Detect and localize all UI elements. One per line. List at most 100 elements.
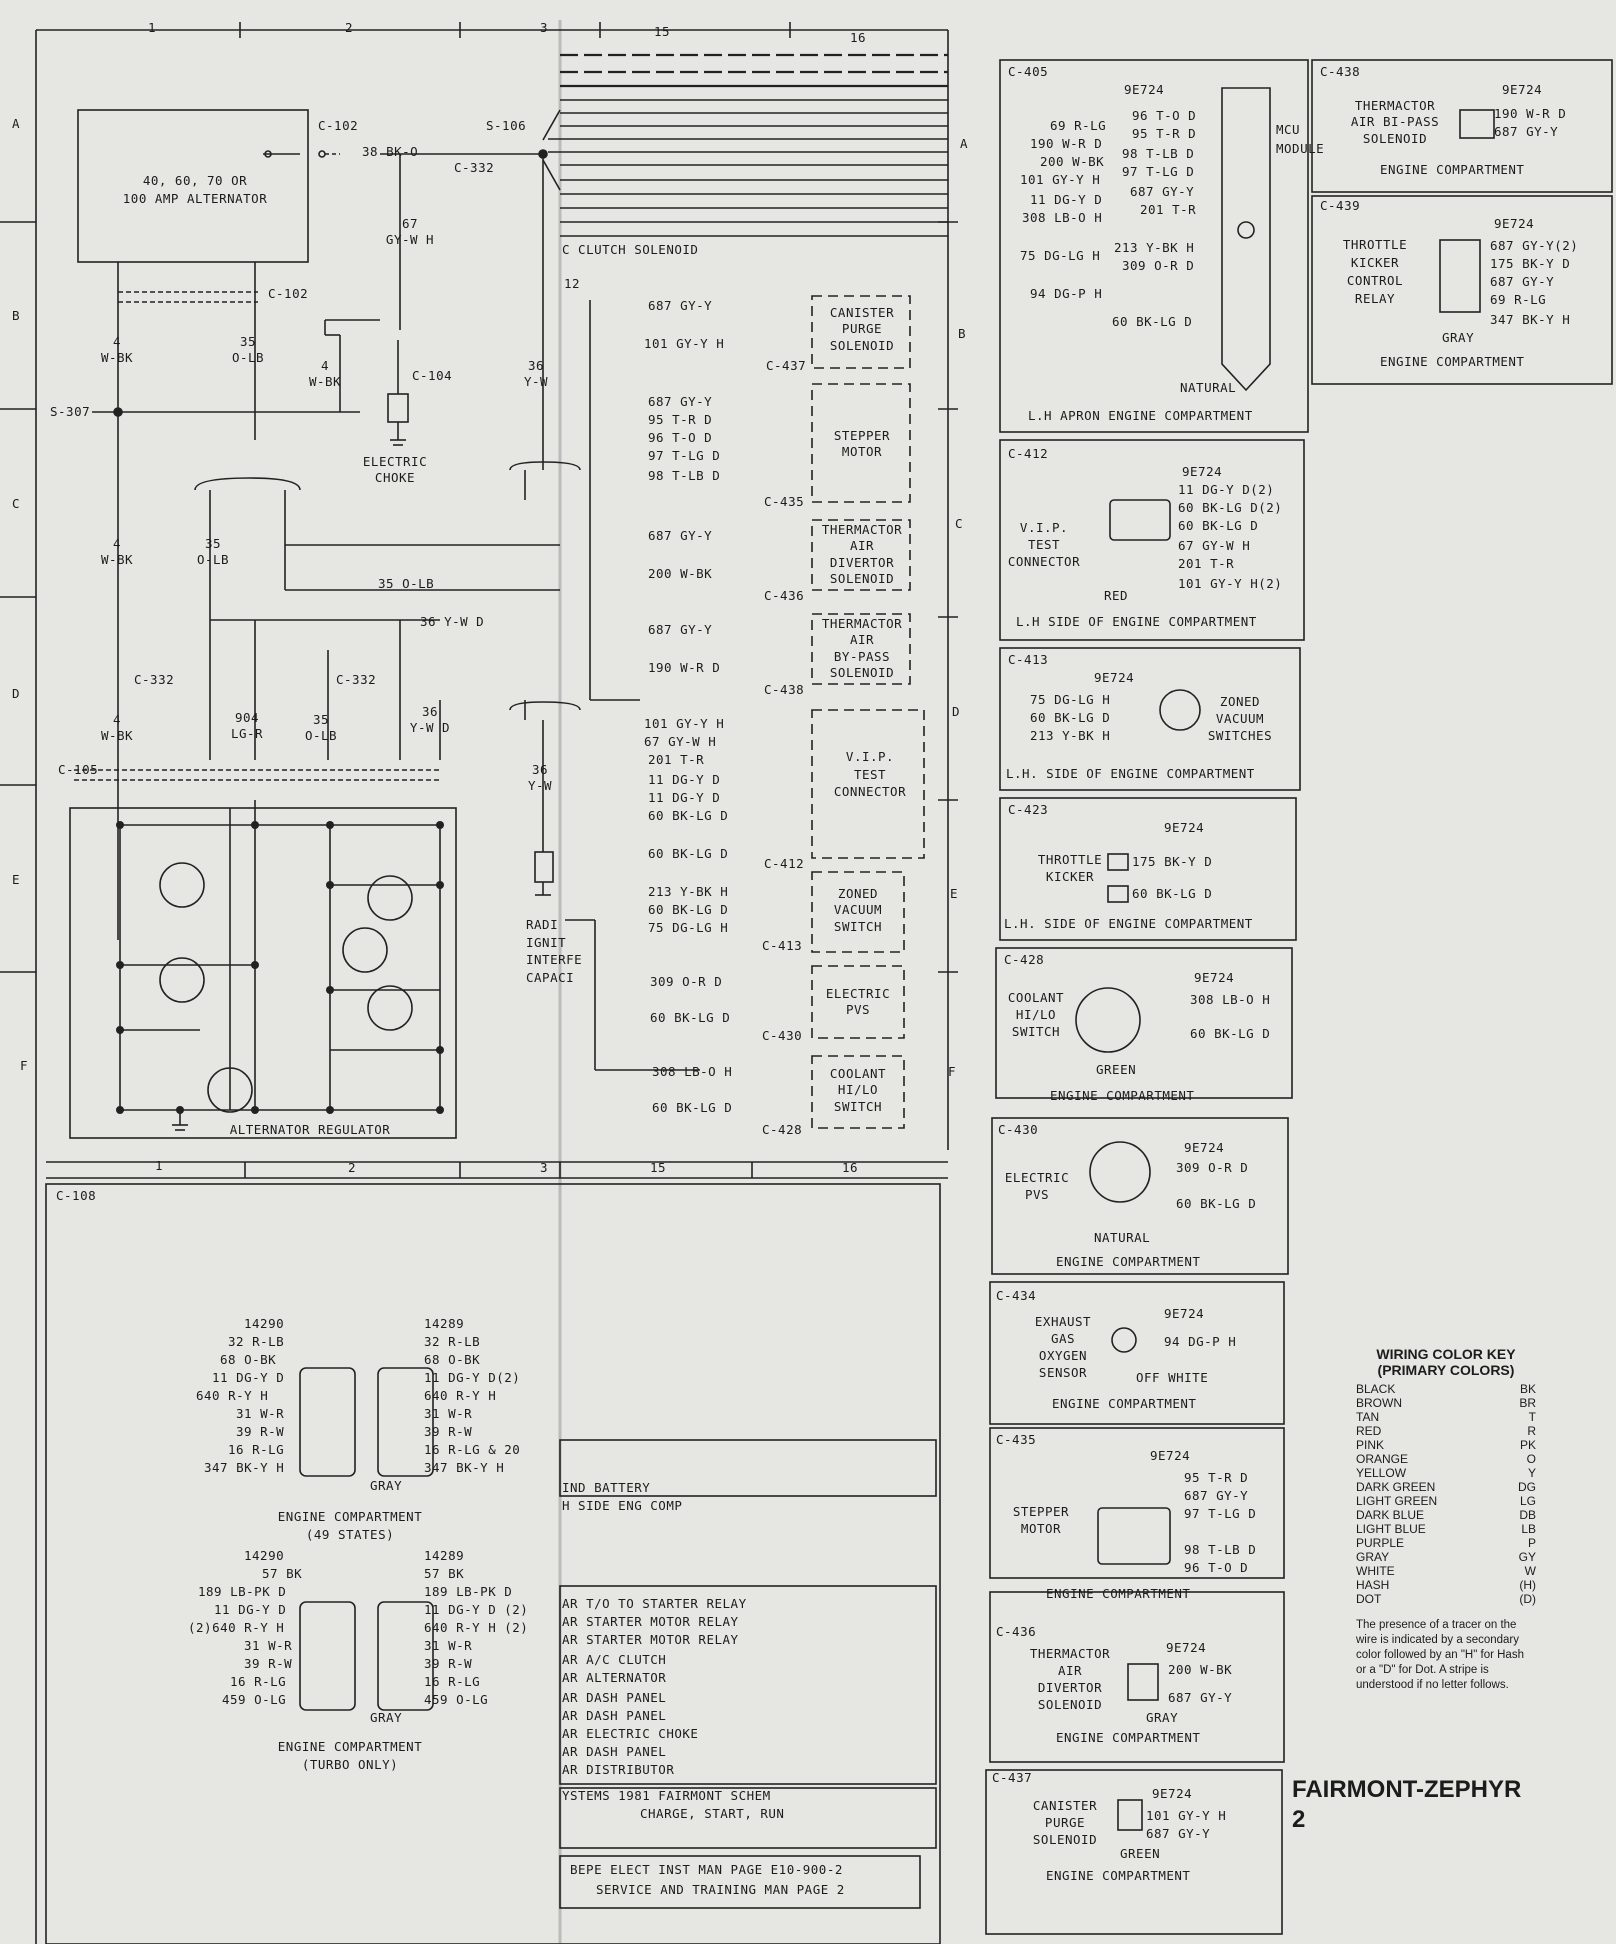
col-label-16: 16 (850, 30, 867, 45)
wire-label: 213 Y-BK H (1114, 240, 1195, 255)
wire-label: 101 GY-Y H (1146, 1808, 1227, 1823)
note-line: AR ELECTRIC CHOKE (562, 1726, 699, 1741)
wire-label: 75 DG-LG H (1020, 248, 1101, 263)
wire-label: 16 R-LG (228, 1442, 285, 1457)
wire-label: 69 R-LG (1050, 118, 1107, 133)
wire-label: 75 DG-LG H (648, 920, 729, 935)
color-label: GRAY (370, 1710, 403, 1725)
c108-title: C-108 (56, 1188, 97, 1203)
wire-label: 60 BK-LG D (648, 902, 729, 917)
part-number: 9E724 (1182, 464, 1223, 479)
note-line: YSTEMS 1981 FAIRMONT SCHEM (562, 1788, 771, 1803)
wire-12-label: 12 (564, 276, 581, 291)
wire-label: 687 GY-Y (1494, 124, 1559, 139)
color-label: GRAY (1442, 330, 1475, 345)
col-label-15: 15 (654, 24, 671, 39)
wire-label: 101 GY-Y H (644, 716, 725, 731)
wire-label: 101 GY-Y H (644, 336, 725, 351)
zoned-vacuum-switches-label: ZONED VACUUM SWITCHES (1207, 694, 1273, 743)
c405-title: C-405 (1008, 64, 1049, 79)
wire-label: 67 GY-W H (1178, 538, 1251, 553)
wire-label: 213 Y-BK H (648, 884, 729, 899)
row-label-e: E (12, 872, 21, 887)
wire-label: 640 R-Y H (196, 1388, 269, 1403)
part-number: 9E724 (1124, 82, 1165, 97)
wire-label: 459 O-LG (424, 1692, 489, 1707)
row-label-b-mid: B (958, 326, 967, 341)
wire-67-label: 67 GY-W H (385, 216, 435, 248)
col-label-2-bottom: 2 (348, 1160, 357, 1175)
wire-label: 309 O-R D (650, 974, 723, 989)
note-line: CHARGE, START, RUN (640, 1806, 785, 1821)
part-number: 9E724 (1164, 1306, 1205, 1321)
s307-label: S-307 (50, 404, 91, 419)
wire-label: 200 W-BK (648, 566, 713, 581)
row-label-d-mid: D (952, 704, 961, 719)
wire-label: 57 BK (262, 1566, 303, 1581)
c430-title: C-430 (998, 1122, 1039, 1137)
wire-label: 98 T-LB D (648, 468, 721, 483)
c435-label: C-435 (764, 494, 805, 509)
note-line: AR ALTERNATOR (562, 1670, 667, 1685)
part-number: 9E724 (1164, 820, 1205, 835)
vip-test-connector-label: V.I.P. TEST CONNECTOR (1007, 520, 1081, 569)
thermactor-air-divertor-label: THERMACTOR AIR DIVERTOR SOLENOID (1029, 1646, 1111, 1712)
wire-4a-label: 4 W-BK (100, 334, 134, 366)
canister-purge-solenoid-label: CANISTER PURGE SOLENOID (1032, 1798, 1098, 1847)
wire-label: 16 R-LG (230, 1674, 287, 1689)
wire-label: 687 GY-Y (648, 298, 713, 313)
c434-caption: ENGINE COMPARTMENT (1052, 1396, 1197, 1411)
wire-label: 687 GY-Y (648, 622, 713, 637)
wire-label: 32 R-LB (228, 1334, 285, 1349)
electric-pvs-label: ELECTRIC PVS (1004, 1170, 1070, 1202)
wire-label: 60 BK-LG D (1190, 1026, 1271, 1041)
wire-label: 687 GY-Y(2) (1490, 238, 1579, 253)
wire-label: 95 T-R D (1132, 126, 1197, 141)
wire-label: 68 O-BK (220, 1352, 277, 1367)
wire-36c-label: 36 Y-W D (409, 704, 451, 736)
wire-label: 347 BK-Y H (1490, 312, 1571, 327)
brand-page-number: 2 (1292, 1806, 1306, 1833)
c437-caption: ENGINE COMPARTMENT (1046, 1868, 1191, 1883)
wire-label: 60 BK-LG D (1176, 1196, 1257, 1211)
c413-label: C-413 (762, 938, 803, 953)
col-label-2: 2 (345, 20, 354, 35)
col-label-1: 1 (148, 20, 157, 35)
regulator-label: ALTERNATOR REGULATOR (229, 1122, 391, 1137)
wire-label: 11 DG-Y D(2) (424, 1370, 521, 1385)
wire-label: 11 DG-Y D (2) (424, 1602, 529, 1617)
c438-label: C-438 (764, 682, 805, 697)
part-number: 9E724 (1184, 1140, 1225, 1155)
c434-title: C-434 (996, 1288, 1037, 1303)
c108b-caption: ENGINE COMPARTMENT (TURBO ONLY) (277, 1739, 423, 1772)
wire-35b-label: 35 O-LB (196, 536, 230, 568)
ac-clutch-label: C CLUTCH SOLENOID (562, 242, 699, 257)
part-number: 14290 (244, 1548, 285, 1563)
wire-label: 39 R-W (424, 1656, 473, 1671)
c413-title: C-413 (1008, 652, 1049, 667)
wire-label: 60 BK-LG D (1132, 886, 1213, 901)
wire-label: 60 BK-LG D (650, 1010, 731, 1025)
electric-pvs-label: ELECTRIC PVS (825, 986, 891, 1018)
thermactor-air-bypass-label: THERMACTOR AIR BI-PASS SOLENOID (1350, 98, 1440, 146)
mcu-module-label: MCU MODULE (1276, 122, 1325, 157)
note-line: AR STARTER MOTOR RELAY (562, 1632, 739, 1647)
c104-label: C-104 (412, 368, 453, 383)
wire-label: 687 GY-Y (1184, 1488, 1249, 1503)
wire-label: 60 BK-LG D (1030, 710, 1111, 725)
wire-label: 31 W-R (424, 1406, 473, 1421)
part-number: 9E724 (1494, 216, 1535, 231)
wire-label: 60 BK-LG D (652, 1100, 733, 1115)
c332a-label: C-332 (454, 160, 495, 175)
wire-label: 60 BK-LG D (648, 808, 729, 823)
color-label: NATURAL (1094, 1230, 1151, 1245)
vip-test-connector-label: V.I.P. TEST CONNECTOR (833, 749, 907, 799)
row-label-f: F (20, 1058, 29, 1073)
